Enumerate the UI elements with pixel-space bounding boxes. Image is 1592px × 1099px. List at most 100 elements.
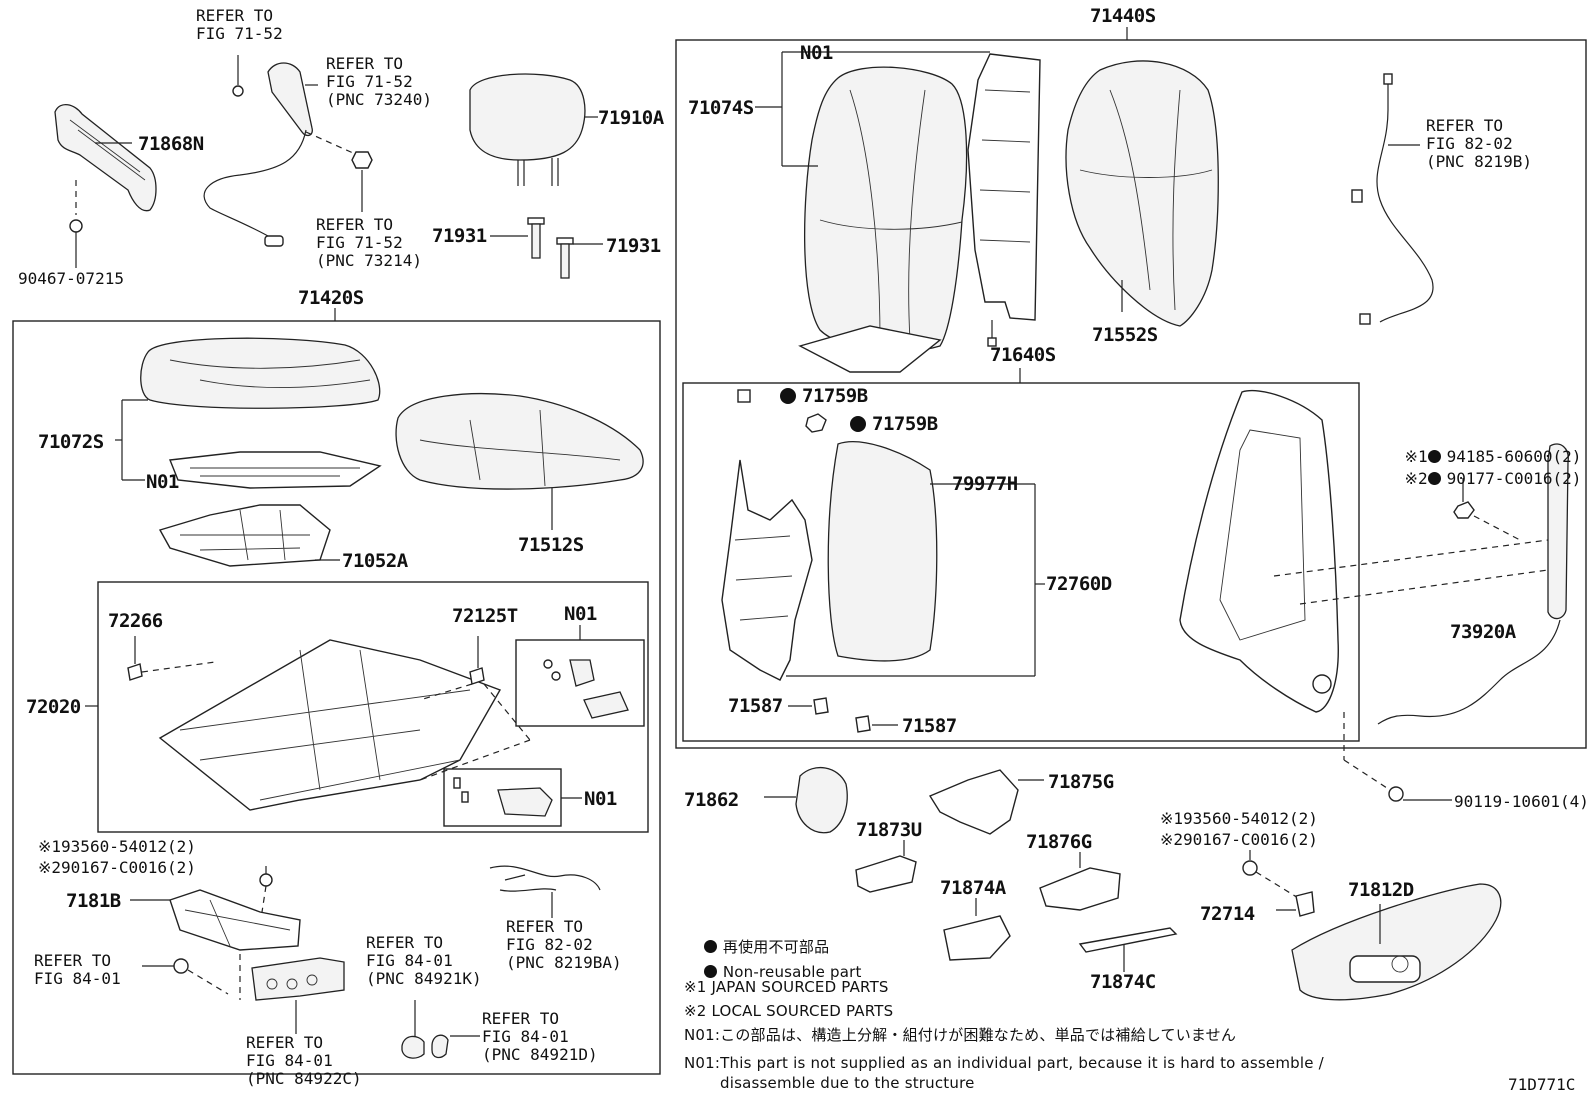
label-71420S: 71420S <box>298 287 364 309</box>
label-73920A: 73920A <box>1450 621 1516 643</box>
part-71512S <box>395 393 644 530</box>
label-71759B-2: 71759B <box>872 413 938 435</box>
label-72266: 72266 <box>108 610 163 632</box>
label-71910A: 71910A <box>598 107 664 129</box>
part-72714 <box>1242 850 1315 917</box>
note-mark-2: ※2 <box>1404 469 1428 488</box>
non-reusable-dot <box>1427 450 1441 463</box>
part-71862 <box>764 766 848 834</box>
part-71910A <box>469 73 598 186</box>
legend-text-en: Non-reusable part <box>722 963 862 981</box>
label-refer-fig-84-01-c: REFER TO FIG 84-01 (PNC 84921K) <box>366 933 482 988</box>
non-reusable-dot <box>703 940 717 953</box>
legend-non-reusable-jp: 再使用不可部品 <box>684 920 829 974</box>
label-71440S: 71440S <box>1090 5 1156 27</box>
part-71868N <box>54 104 157 212</box>
part-switch-knobs <box>401 1000 480 1059</box>
non-reusable-dot <box>1427 472 1441 485</box>
label-71873U: 71873U <box>856 819 922 841</box>
legend-n01-jp: N01:この部品は、構造上分解・組付けが困難なため、単品では補給していません <box>684 1026 1237 1044</box>
label-71587-right: 71587 <box>902 715 957 737</box>
part-n01-motor-2 <box>453 777 582 817</box>
legend-local-sourced: ※2 LOCAL SOURCED PARTS <box>684 1002 894 1020</box>
label-71931-left: 71931 <box>432 225 487 247</box>
part-seat-back-frame <box>1179 389 1391 791</box>
group-box-71420S <box>12 320 661 1075</box>
label-n01-box1: N01 <box>564 603 597 625</box>
group-box-72020 <box>97 581 649 833</box>
part-71873U <box>855 840 917 893</box>
label-71868N: 71868N <box>138 133 204 155</box>
figure-id: 71D771C <box>1508 1075 1576 1094</box>
part-71874C <box>1078 927 1178 972</box>
label-71874C: 71874C <box>1090 971 1156 993</box>
label-refer-fig-84-01-a: REFER TO FIG 84-01 <box>34 951 121 988</box>
part-71587-clips <box>788 697 898 733</box>
label-71640S: 71640S <box>990 344 1056 366</box>
label-71512S: 71512S <box>518 534 584 556</box>
part-wire-8219B <box>1376 82 1434 323</box>
part-71875G <box>928 769 1044 835</box>
label-71862: 71862 <box>684 789 739 811</box>
part-n01-motor-1 <box>543 625 629 719</box>
label-note2-90177: ※2 90177-C0016(2) <box>1366 452 1582 506</box>
label-refer-fig-71-52-c: REFER TO FIG 71-52 (PNC 73214) <box>316 215 422 270</box>
label-90467-07215: 90467-07215 <box>18 269 124 288</box>
part-71874A <box>943 898 1011 961</box>
label-71072S: 71072S <box>38 431 104 453</box>
part-73920A <box>1273 443 1569 725</box>
label-71587-left: 71587 <box>728 695 783 717</box>
label-71759B-1: 71759B <box>802 385 868 407</box>
part-n01-back-heater <box>967 53 1041 321</box>
part-seat-lever-wire <box>203 55 373 247</box>
legend-n01-en-line1: N01:This part is not supplied as an indi… <box>684 1054 1324 1072</box>
note-mark-1: ※1 <box>1404 447 1428 466</box>
label-72020: 72020 <box>26 696 81 718</box>
label-refer-fig-82-02-a: REFER TO FIG 82-02 (PNC 8219BA) <box>506 917 622 972</box>
label-72125T: 72125T <box>452 605 518 627</box>
label-refer-fig-71-52-a: REFER TO FIG 71-52 <box>196 6 283 43</box>
part-number-94185: 94185-60600(2) <box>1446 447 1582 466</box>
part-71812D <box>1291 883 1502 1001</box>
legend-non-reusable-en: Non-reusable part <box>684 945 862 999</box>
legend-text-jp: 再使用不可部品 <box>722 938 830 956</box>
label-71931-right: 71931 <box>606 235 661 257</box>
legend-n01-en-line2: disassemble due to the structure <box>720 1074 975 1092</box>
clip-90467 <box>69 219 83 233</box>
part-n01-seat-heater <box>169 451 382 489</box>
non-reusable-dot <box>703 965 717 978</box>
label-refer-fig-82-02-b: REFER TO FIG 82-02 (PNC 8219B) <box>1426 116 1532 171</box>
part-71074S <box>755 51 990 373</box>
label-71876G: 71876G <box>1026 831 1092 853</box>
label-71552S: 71552S <box>1092 324 1158 346</box>
label-71874A: 71874A <box>940 877 1006 899</box>
part-72020 <box>85 636 531 811</box>
label-refer-fig-84-01-d: REFER TO FIG 84-01 (PNC 84921D) <box>482 1009 598 1064</box>
label-71812D: 71812D <box>1348 879 1414 901</box>
label-note1-94185: ※1 94185-60600(2) <box>1366 430 1582 484</box>
label-72714: 72714 <box>1200 903 1255 925</box>
label-n01-seat: N01 <box>146 471 179 493</box>
part-71552S <box>1065 60 1219 327</box>
group-box-71640S <box>682 382 1360 742</box>
label-n01-back: N01 <box>800 42 833 64</box>
part-71876G <box>1039 852 1121 911</box>
bolt-90119 <box>1388 786 1404 802</box>
part-7181B <box>130 866 345 1034</box>
label-72760D: 72760D <box>1046 573 1112 595</box>
part-71072S <box>115 337 381 481</box>
label-note2-90167: ※290167-C0016(2) <box>38 858 196 877</box>
label-71074S: 71074S <box>688 97 754 119</box>
label-71875G: 71875G <box>1048 771 1114 793</box>
legend-japan-sourced: ※1 JAPAN SOURCED PARTS <box>684 978 889 996</box>
part-number-90177: 90177-C0016(2) <box>1446 469 1582 488</box>
group-box-71440S <box>675 39 1587 749</box>
part-71931-guides <box>490 217 603 279</box>
label-note1-93560: ※193560-54012(2) <box>38 837 196 856</box>
label-71052A: 71052A <box>342 550 408 572</box>
label-refer-fig-84-01-b: REFER TO FIG 84-01 (PNC 84922C) <box>246 1033 362 1088</box>
part-71052A <box>158 504 340 567</box>
label-note2-90167-b: ※290167-C0016(2) <box>1160 830 1318 849</box>
label-n01-box2: N01 <box>584 788 617 810</box>
